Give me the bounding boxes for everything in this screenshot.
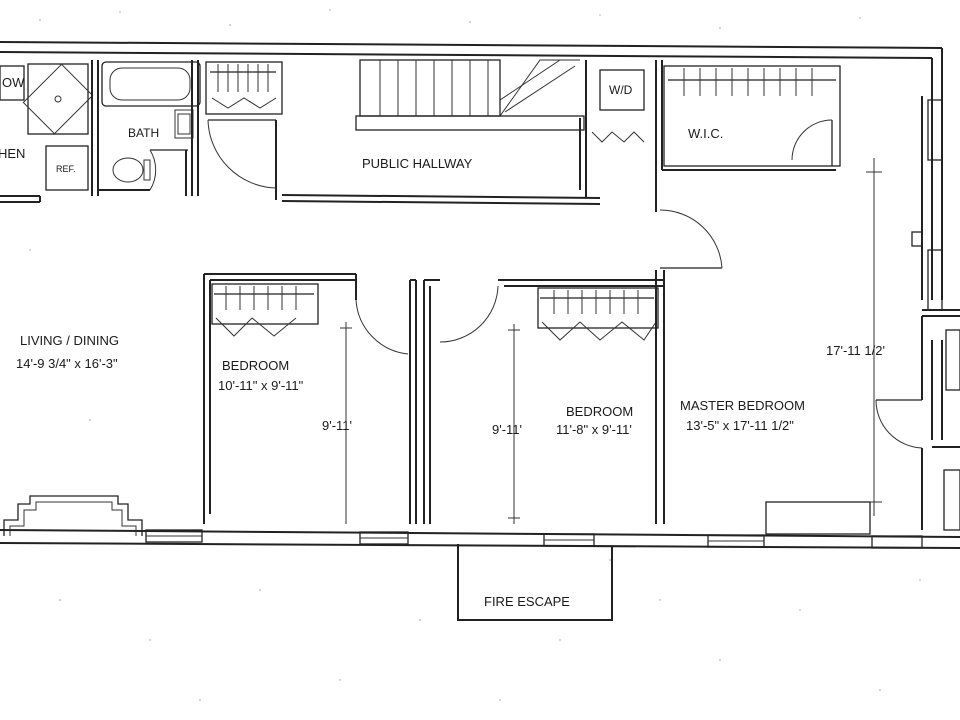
master-height-label: 17'-11 1/2' [826, 343, 885, 358]
bedroom-2-dims: 11'-8" x 9'-11' [556, 422, 632, 437]
bedroom-2-name: BEDROOM [566, 404, 633, 419]
master-height-dimension: 17'-11 1/2' [826, 158, 885, 516]
bath-area: BATH [91, 60, 201, 196]
master-bedroom-dims: 13'-5" x 17'-11 1/2" [686, 418, 794, 433]
living-dining-dims: 14'-9 3/4" x 16'-3" [16, 356, 118, 371]
windows [145, 529, 923, 549]
exterior-walls [0, 41, 960, 549]
living-radiator [3, 495, 143, 536]
kitchen-label: HEN [0, 146, 25, 161]
hall-closet [205, 61, 283, 115]
bedroom-2-height-label: 9'-11' [492, 422, 522, 437]
bedroom-2: BEDROOM 11'-8" x 9'-11' 9'-11' [423, 270, 665, 524]
radiator [765, 501, 871, 535]
oven-label: OW [2, 75, 25, 90]
bedroom-1: BEDROOM 10'-11" x 9'-11" 9'-11' [203, 273, 417, 524]
entry-door [207, 119, 277, 200]
washer-dryer-label: W/D [609, 83, 633, 97]
walk-in-closet: W.I.C. [662, 65, 841, 171]
master-bedroom-name: MASTER BEDROOM [680, 398, 805, 413]
bath-label: BATH [128, 126, 159, 140]
washer-dryer: W/D [591, 60, 663, 212]
master-bedroom-door [659, 209, 723, 269]
bedroom-1-dims: 10'-11" x 9'-11" [218, 378, 304, 393]
wic-label: W.I.C. [688, 126, 723, 141]
living-dining-name: LIVING / DINING [20, 333, 119, 348]
public-hallway: PUBLIC HALLWAY [281, 59, 601, 205]
bedroom-1-height-label: 9'-11' [322, 418, 352, 433]
paper-speckle [29, 9, 921, 701]
fire-escape: FIRE ESCAPE [457, 544, 613, 621]
refrigerator-label: REF. [56, 164, 76, 174]
bedroom-1-name: BEDROOM [222, 358, 289, 373]
public-hallway-label: PUBLIC HALLWAY [362, 156, 473, 171]
fire-escape-label: FIRE ESCAPE [484, 594, 570, 609]
kitchen-area: OW REF. HEN [0, 63, 94, 203]
master-bedroom-right-wall [875, 96, 960, 531]
